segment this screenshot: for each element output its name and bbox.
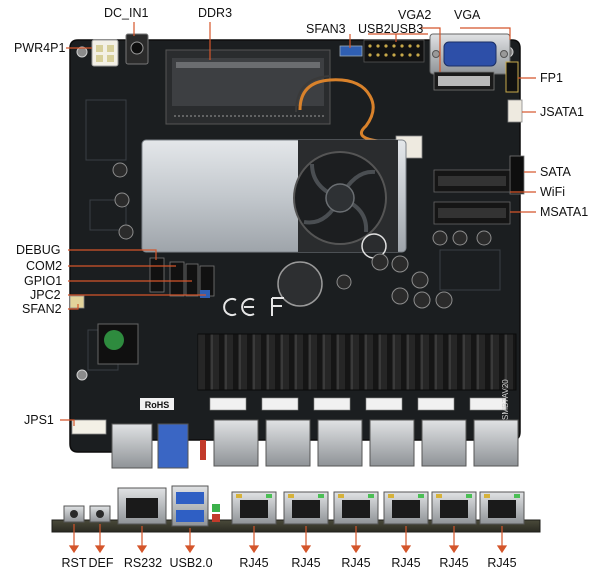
label-dc-in1: DC_IN1 <box>104 6 149 20</box>
rj45-port-5 <box>431 491 477 525</box>
rj45-port-6 <box>479 491 525 525</box>
bottom-leaders <box>68 524 508 554</box>
label-pwr4p1: PWR4P1 <box>14 41 66 55</box>
nic-heatsink <box>197 333 517 391</box>
label-usb20: USB2.0 <box>169 556 213 570</box>
label-sata: SATA <box>540 165 571 179</box>
label-sfan2: SFAN2 <box>22 302 62 316</box>
board-rj45-5 <box>421 419 467 467</box>
capacitors <box>112 162 492 309</box>
pwr4p1-connector <box>91 39 119 67</box>
label-gpio1: GPIO1 <box>24 274 63 288</box>
label-rj45-4: RJ45 <box>391 556 421 570</box>
label-fp1: FP1 <box>540 71 563 85</box>
msata1-slot <box>433 201 511 225</box>
status-leds <box>212 504 220 522</box>
board-rj45-2 <box>265 419 311 467</box>
rst-button <box>63 505 85 523</box>
board-rj45-4 <box>369 419 415 467</box>
label-rj45-2: RJ45 <box>291 556 321 570</box>
jsata1-connector <box>507 99 523 123</box>
label-rs232: RS232 <box>123 556 163 570</box>
vga2-header <box>433 71 495 91</box>
label-rj45-3: RJ45 <box>341 556 371 570</box>
dc-in1-jack <box>125 33 149 65</box>
rj45-port-1 <box>231 491 277 525</box>
label-msata1: MSATA1 <box>540 205 589 219</box>
label-rj45-5: RJ45 <box>439 556 469 570</box>
board-led <box>200 440 206 460</box>
label-rst: RST <box>61 556 87 570</box>
wifi-slot <box>433 169 511 193</box>
label-wifi: WiFi <box>540 185 565 199</box>
board-usb-port <box>157 423 189 469</box>
sata-connector <box>509 155 525 195</box>
sfan3-connector <box>339 45 363 57</box>
rohs-badge: RoHS <box>140 398 174 410</box>
label-jsata1: JSATA1 <box>540 105 584 119</box>
board-rj45-3 <box>317 419 363 467</box>
label-def: DEF <box>88 556 114 570</box>
ddr3-slot <box>165 49 331 125</box>
label-com2: COM2 <box>26 259 63 273</box>
label-vga2: VGA2 <box>398 8 432 22</box>
label-vga: VGA <box>454 8 481 22</box>
label-debug: DEBUG <box>16 243 61 257</box>
superio-chip <box>97 323 139 365</box>
rj45-port-4 <box>383 491 429 525</box>
board-rs232-port <box>111 423 153 469</box>
label-usb2usb3: USB2USB3 <box>358 22 424 36</box>
vga-connector <box>429 33 511 75</box>
label-ddr3: DDR3 <box>198 6 233 20</box>
side-view <box>51 485 541 533</box>
cert-marks <box>223 297 284 316</box>
label-rj45-1: RJ45 <box>239 556 269 570</box>
def-button <box>89 505 111 523</box>
board-rj45-1 <box>213 419 259 467</box>
board-edge-ports <box>111 419 519 469</box>
rj45-port-2 <box>283 491 329 525</box>
usb20-port <box>171 485 209 527</box>
leader-lines <box>60 22 536 426</box>
rohs-text: RoHS <box>145 400 170 410</box>
board-rj45-6 <box>473 419 519 467</box>
board-id-text: SMB7AV20 <box>501 379 510 420</box>
cpu-heatsink <box>141 139 407 259</box>
jps1-connector <box>71 419 107 435</box>
label-rj45-6: RJ45 <box>487 556 517 570</box>
rj45-port-3 <box>333 491 379 525</box>
usb2usb3-header <box>363 39 425 63</box>
cmos-battery <box>277 261 323 307</box>
fp1-header <box>505 61 519 93</box>
label-sfan3: SFAN3 <box>306 22 346 36</box>
label-jpc2: JPC2 <box>30 288 61 302</box>
rs232-port <box>117 487 167 525</box>
nic-labels <box>209 397 507 411</box>
label-jps1: JPS1 <box>24 413 54 427</box>
